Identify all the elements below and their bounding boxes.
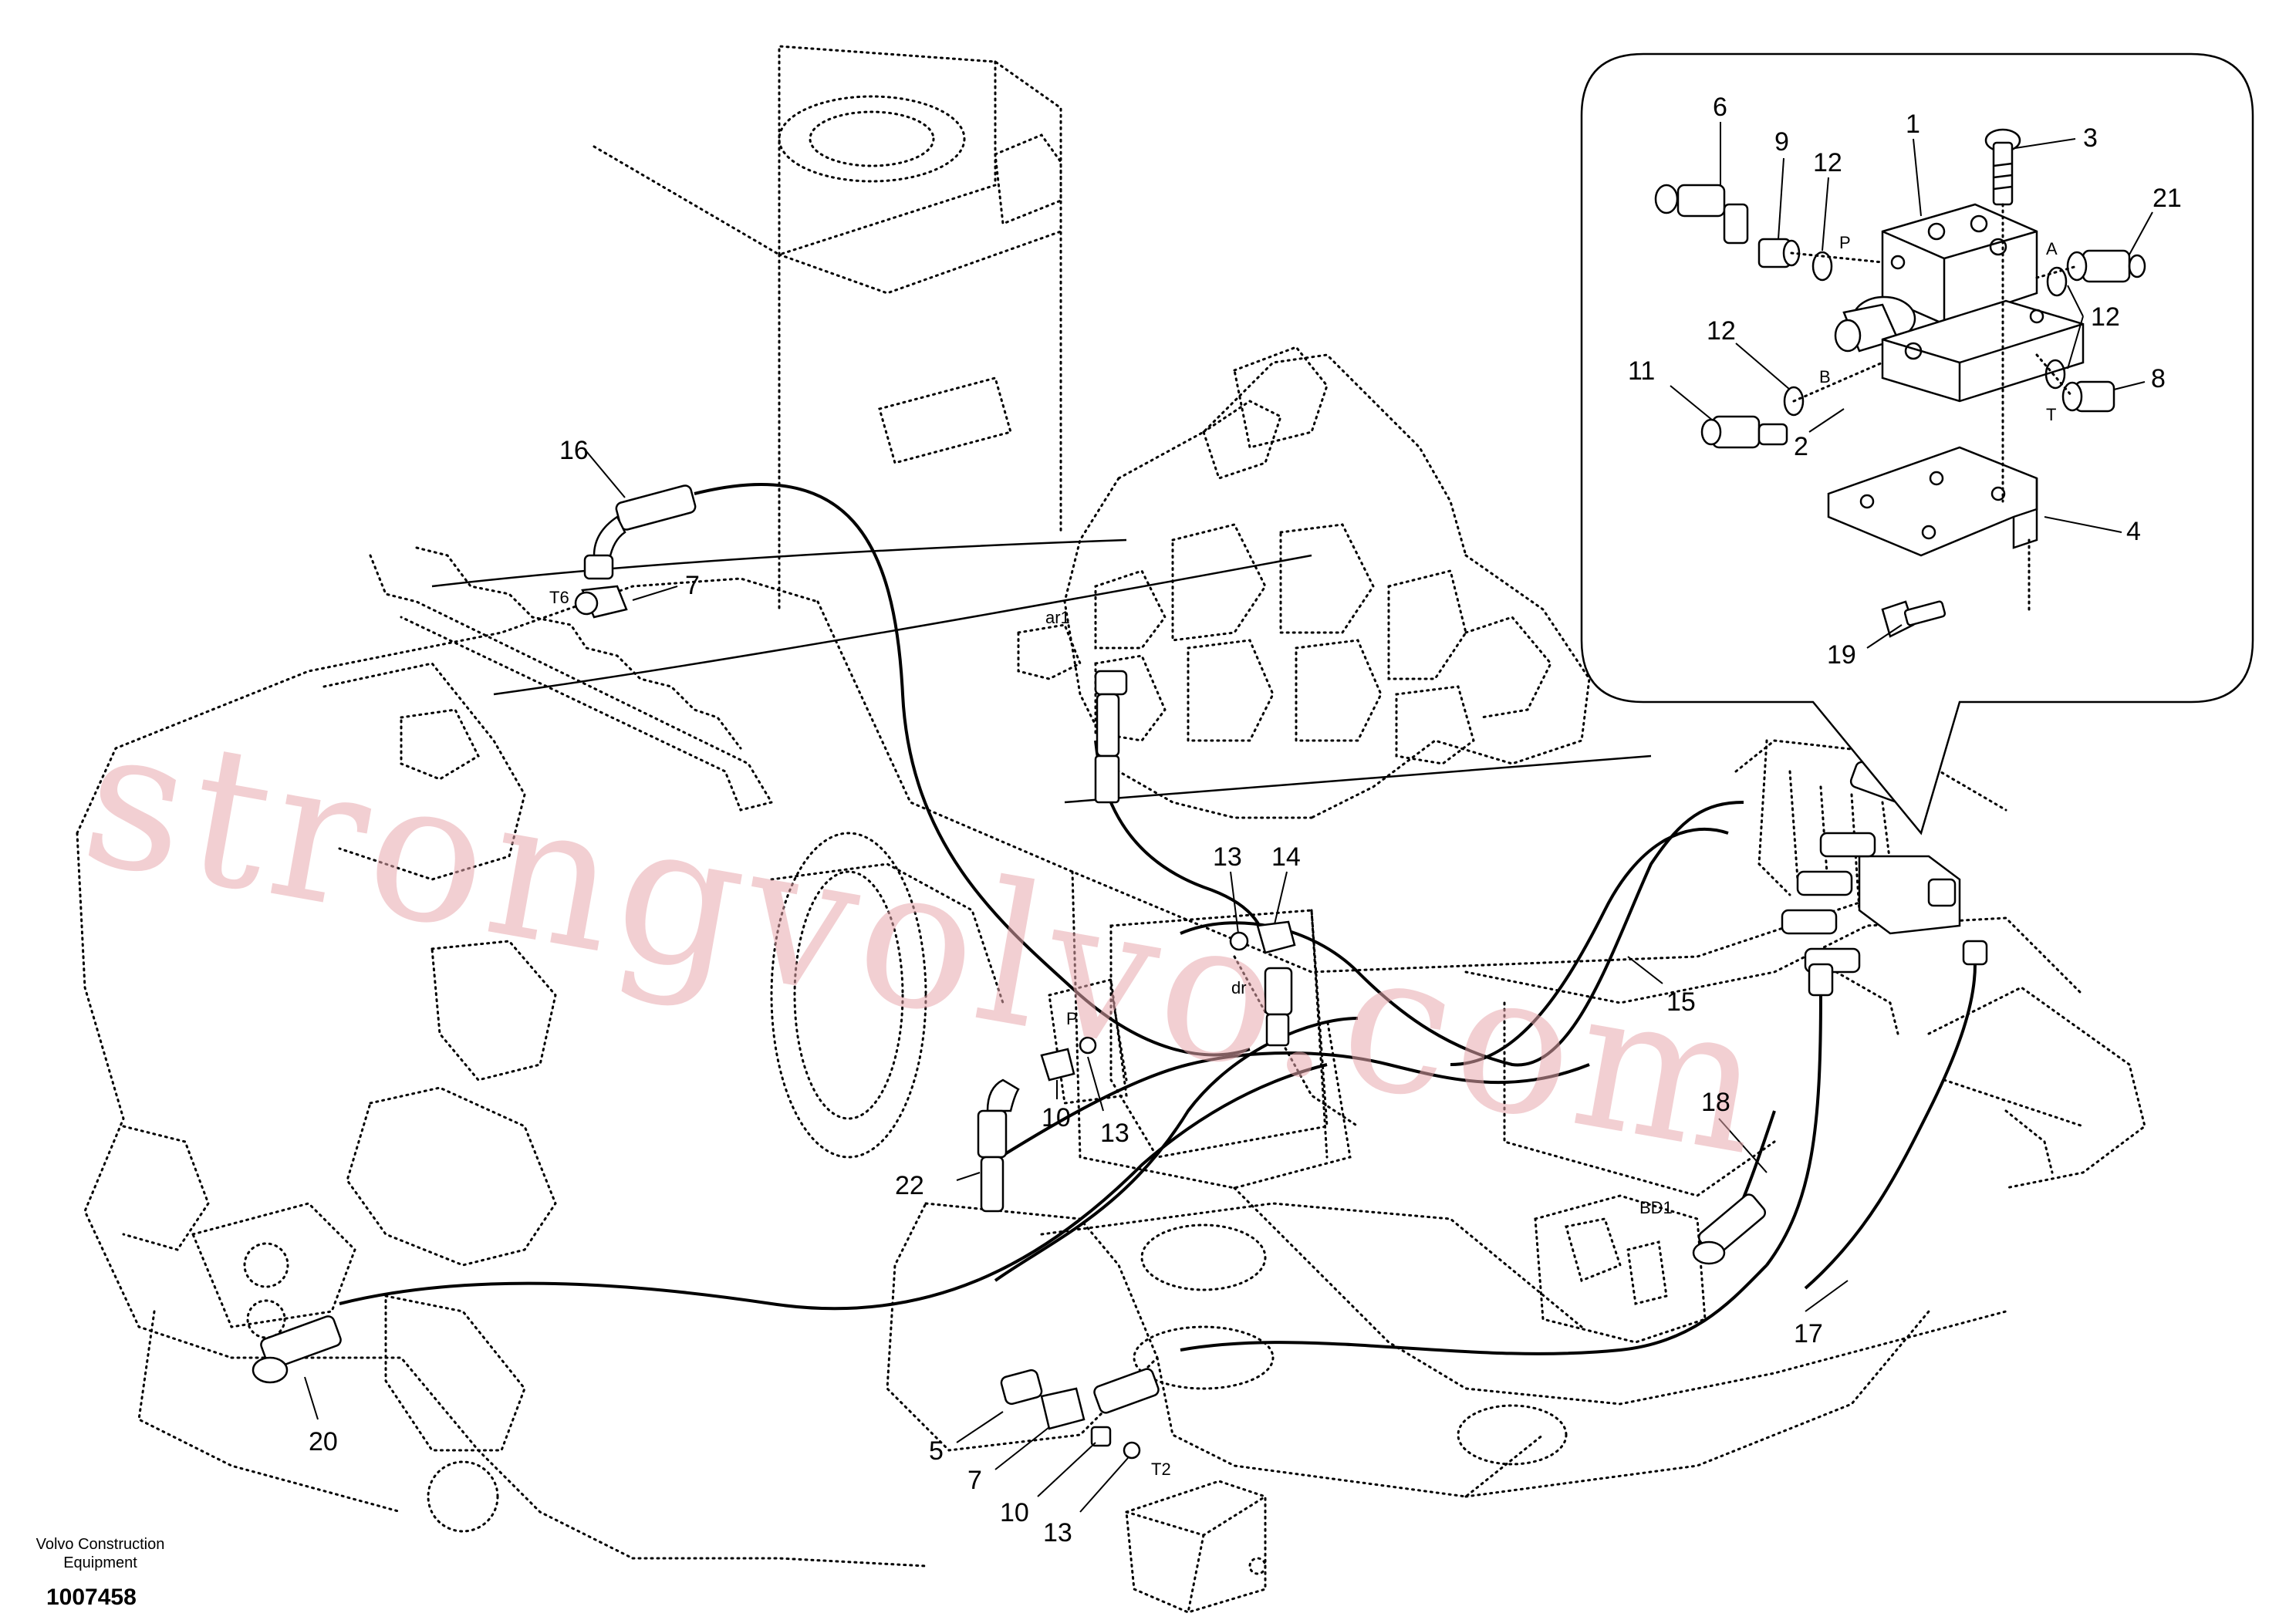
callout-13: 13 — [1213, 842, 1242, 872]
callout-17: 17 — [1794, 1319, 1823, 1348]
callout-3: 3 — [2083, 123, 2098, 153]
port-labels: T6 ar1 dr P BD1 T2 P A B T — [549, 233, 2058, 1479]
callout-21: 21 — [2152, 184, 2182, 213]
callout-11: 11 — [1628, 356, 1655, 386]
callout-13: 13 — [1100, 1119, 1129, 1148]
callout-12: 12 — [1707, 316, 1736, 346]
port-label-t2: T2 — [1151, 1460, 1171, 1479]
callouts: 16 7 13 14 15 18 17 22 10 13 20 5 7 10 1… — [309, 93, 2182, 1547]
fittings — [252, 484, 1988, 1460]
callout-14: 14 — [1271, 842, 1301, 872]
callout-10: 10 — [1042, 1103, 1071, 1132]
detail-inset — [1580, 52, 2254, 835]
callout-12: 12 — [2091, 302, 2120, 332]
callout-12: 12 — [1813, 148, 1842, 177]
callout-10: 10 — [1000, 1498, 1029, 1527]
port-label-b: B — [1819, 367, 1831, 386]
callout-20: 20 — [309, 1427, 338, 1456]
callout-7: 7 — [967, 1466, 982, 1495]
company-name: Volvo Construction — [36, 1536, 165, 1553]
callout-5: 5 — [929, 1436, 944, 1466]
callout-4: 4 — [2126, 517, 2141, 546]
drawing-number: 1007458 — [46, 1585, 137, 1610]
port-label-t6: T6 — [549, 588, 569, 607]
port-label-p: P — [1066, 1009, 1078, 1028]
callout-1: 1 — [1906, 110, 1920, 139]
callout-9: 9 — [1774, 127, 1789, 157]
callout-22: 22 — [895, 1171, 924, 1200]
callout-7: 7 — [685, 571, 700, 600]
callout-15: 15 — [1666, 987, 1696, 1017]
port-label-bd1: BD1 — [1639, 1198, 1673, 1217]
hose-lines — [339, 483, 1977, 1355]
callout-13: 13 — [1043, 1518, 1072, 1547]
callout-6: 6 — [1713, 93, 1727, 122]
port-label-a: A — [2046, 239, 2058, 258]
machine-frame-outline — [76, 45, 2146, 1614]
company-name-line2: Equipment — [63, 1554, 137, 1571]
port-label-p: P — [1839, 233, 1851, 252]
footer: Volvo Construction Equipment 1007458 — [36, 1536, 165, 1610]
callout-2: 2 — [1794, 432, 1808, 461]
watermark: strongvolvo.com — [69, 683, 1784, 1200]
port-label-dr: dr — [1231, 978, 1247, 997]
callout-8: 8 — [2151, 364, 2166, 393]
port-label-t: T — [2046, 405, 2056, 424]
port-label-ar1: ar1 — [1045, 608, 1070, 627]
leader-lines — [304, 122, 2153, 1513]
callout-19: 19 — [1827, 640, 1856, 670]
callout-18: 18 — [1701, 1088, 1730, 1117]
callout-16: 16 — [559, 436, 589, 465]
